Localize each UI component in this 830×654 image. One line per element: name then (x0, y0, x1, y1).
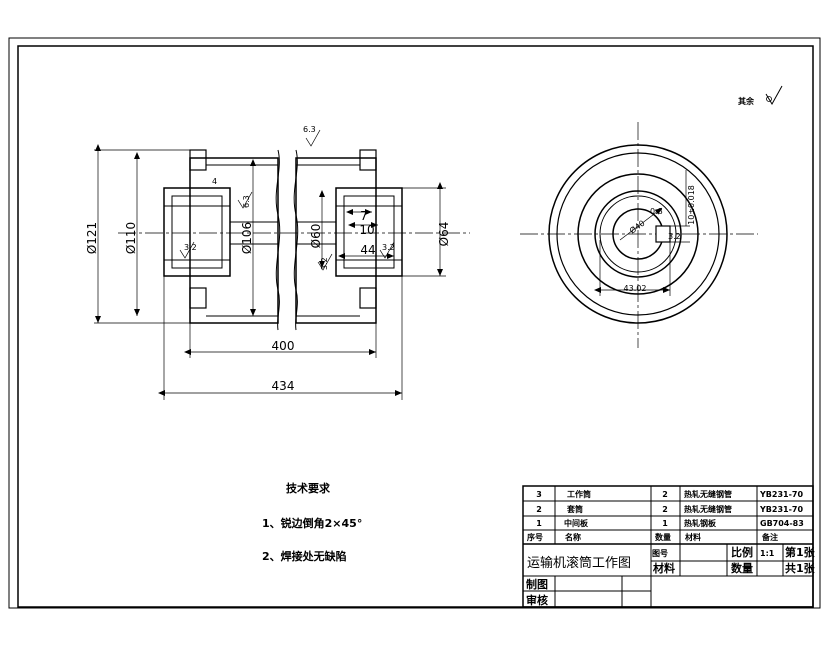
tech-req-title: 技术要求 (286, 481, 331, 495)
dim-d121: Ø121 (85, 222, 99, 254)
drawn-by-label: 制图 (526, 577, 548, 591)
header-no: 序号 (527, 532, 543, 542)
dim-400: 400 (272, 339, 295, 353)
title-block (522, 485, 814, 608)
dim-d110: Ø110 (124, 222, 138, 254)
part3-std: YB231-70 (759, 490, 803, 499)
dim-d64: Ø64 (437, 222, 451, 247)
dim-d106: Ø106 (240, 222, 254, 254)
header-name: 名称 (565, 532, 581, 542)
front-view (118, 149, 470, 331)
part3-qty: 2 (662, 490, 668, 499)
dim-7: 7 (360, 209, 368, 223)
tech-req-item1: 1、锐边倒角2×45° (262, 516, 362, 530)
side-view (520, 122, 758, 348)
dim-keyway-10: 10±0.018 (687, 185, 696, 225)
dim-434: 434 (272, 379, 295, 393)
dim-43-02: 43.02 (624, 284, 647, 293)
part3-name: 工作筒 (567, 489, 591, 499)
part2-no: 2 (536, 505, 542, 514)
dim-small-r2: 3.2 (668, 232, 681, 241)
tech-req-item2: 2、焊接处无缺陷 (262, 549, 347, 563)
title-block-text: 运输机滚筒工作图 图号 比例 1:1 第1张 材料 数量 共1张 制图 审核 (526, 545, 816, 607)
part3-no: 3 (536, 490, 542, 499)
roughness-label: 其余 (738, 96, 755, 106)
roughness-3-2-left: 3.2 (184, 243, 197, 252)
part1-material: 热轧钢板 (684, 518, 717, 528)
part1-no: 1 (536, 519, 542, 528)
total-sheets-label: 共1张 (785, 561, 816, 575)
dim-small-r: 0.8 (650, 207, 663, 216)
roughness-3-2-right: 3.2 (382, 243, 395, 252)
roughness-6-3-top: 6.3 (303, 125, 316, 134)
drawing-no-label: 图号 (652, 549, 668, 558)
dim-d40: Ø40 (627, 218, 646, 236)
part2-name: 套筒 (566, 504, 583, 514)
scale-label: 比例 (731, 545, 753, 559)
dim-d60: Ø60 (309, 224, 323, 249)
qty-label: 数量 (731, 561, 753, 575)
scale-value: 1:1 (760, 549, 775, 558)
parts-list-text: 3 工作筒 2 热轧无缝钢管 YB231-70 2 套筒 2 热轧无缝钢管 YB… (527, 489, 804, 542)
drawing-title: 运输机滚筒工作图 (527, 555, 631, 571)
part1-std: GB704-83 (760, 519, 804, 528)
surface-roughness-note: 其余 (738, 85, 783, 106)
header-std: 备注 (761, 532, 778, 542)
front-view-labels: Ø121 Ø110 Ø106 Ø60 Ø64 400 434 44 10 7 6… (85, 125, 451, 393)
material-label: 材料 (653, 561, 675, 575)
part2-material: 热轧无缝钢管 (684, 504, 732, 514)
checked-by-label: 审核 (526, 593, 548, 607)
header-qty: 数量 (655, 532, 671, 542)
part1-qty: 1 (662, 519, 668, 528)
dim-44: 44 (360, 243, 375, 257)
technical-requirements: 技术要求 1、锐边倒角2×45° 2、焊接处无缺陷 (262, 481, 362, 563)
weld-mark: 4 (212, 177, 217, 186)
sheet-label: 第1张 (785, 545, 816, 559)
front-view-dimensions (94, 129, 446, 400)
header-material: 材料 (685, 532, 701, 542)
outer-frame (8, 37, 821, 609)
part3-material: 热轧无缝钢管 (684, 489, 732, 499)
roughness-6-3-side: 6.3 (242, 195, 251, 208)
roughness-3-2-inner: 3.2 (320, 257, 329, 270)
part2-std: YB231-70 (759, 505, 803, 514)
dim-10: 10 (359, 223, 374, 237)
inner-frame (17, 45, 814, 608)
part2-qty: 2 (662, 505, 668, 514)
side-view-dimensions (594, 170, 690, 296)
part1-name: 中间板 (564, 518, 589, 528)
